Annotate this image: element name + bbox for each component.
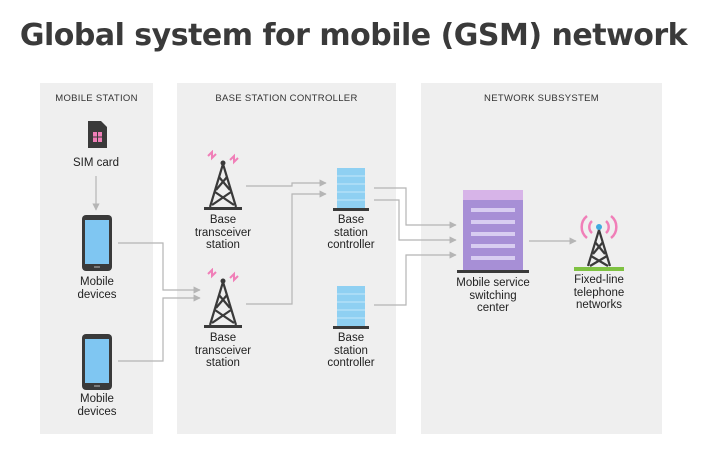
server-icon <box>333 168 369 211</box>
arrow-bts1-to-bsc1 <box>246 179 327 187</box>
smartphone-icon <box>82 334 112 390</box>
smartphone-icon <box>82 215 112 271</box>
arrow-bsc1-to-msc-b <box>374 199 457 244</box>
panel-title-network-subsystem: NETWORK SUBSYSTEM <box>484 93 599 104</box>
label-bts-2: Base transceiver station <box>194 332 252 369</box>
building-icon <box>457 190 529 273</box>
arrow-bsc2-to-msc <box>374 251 457 306</box>
label-mobile-devices-2: Mobile devices <box>77 393 117 418</box>
label-bsc-1: Base station controller <box>327 214 375 251</box>
server-icon <box>333 286 369 329</box>
arrow-bts2-to-bsc1 <box>246 190 327 305</box>
sim-card-icon <box>88 121 107 148</box>
label-msc: Mobile service switching center <box>456 277 530 314</box>
cell-tower-icon <box>204 150 242 210</box>
panel-title-base-station-controller: BASE STATION CONTROLLER <box>215 93 358 104</box>
label-bsc-2: Base station controller <box>327 332 375 369</box>
label-fixed-line: Fixed-line telephone networks <box>573 274 625 311</box>
cell-tower-icon <box>204 268 242 328</box>
label-mobile-devices-1: Mobile devices <box>77 276 117 301</box>
label-sim-card: SIM card <box>72 157 119 169</box>
panel-title-mobile-station: MOBILE STATION <box>55 93 138 104</box>
arrow-device2-to-bts2 <box>118 294 201 362</box>
antenna-tower-icon <box>574 215 624 271</box>
diagram-title: Global system for mobile (GSM) network <box>19 18 688 53</box>
panel-base-station-controller: BASE STATION CONTROLLER <box>177 83 396 434</box>
arrow-bsc1-to-msc-a <box>374 187 457 229</box>
label-bts-1: Base transceiver station <box>194 214 252 251</box>
panel-network-subsystem: NETWORK SUBSYSTEM <box>421 83 662 434</box>
arrow-device1-to-bts2 <box>118 242 201 294</box>
